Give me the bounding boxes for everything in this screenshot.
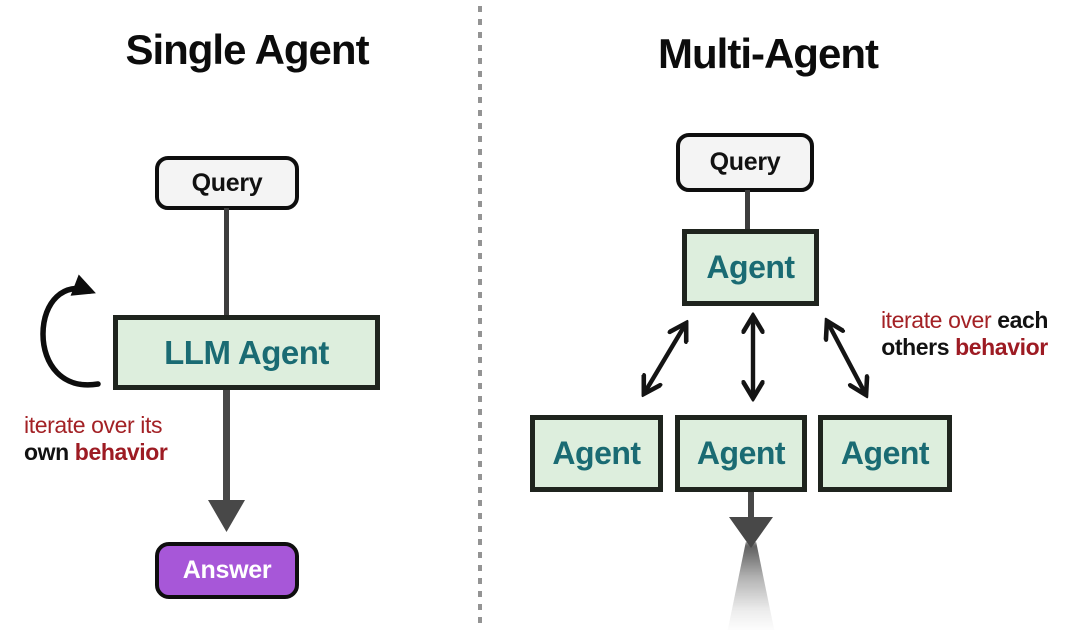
query-to-agent-line bbox=[224, 208, 229, 316]
worker-agent-label: Agent bbox=[840, 435, 930, 471]
iterate-others-behavior-note: iterate over each others behavior bbox=[862, 307, 1067, 361]
note-behavior: behavior bbox=[74, 439, 168, 465]
right-double-arrow bbox=[828, 323, 865, 393]
note-own: own bbox=[24, 439, 69, 465]
panel-divider bbox=[478, 6, 482, 624]
query-box: Query bbox=[676, 133, 814, 192]
worker-agent-label: Agent bbox=[696, 435, 786, 471]
agent-to-answer-arrow-shaft bbox=[223, 390, 230, 502]
note-each: each bbox=[997, 307, 1049, 333]
worker-agent-box-1: Agent bbox=[530, 415, 663, 492]
agent-to-answer-arrowhead-icon bbox=[208, 500, 245, 532]
output-arrow-shaft bbox=[748, 492, 754, 519]
worker-agent-label: Agent bbox=[552, 435, 641, 471]
coordinator-agent-box: Agent bbox=[682, 229, 819, 306]
coordinator-agent-label: Agent bbox=[706, 249, 795, 285]
multi-agent-title: Multi-Agent bbox=[658, 30, 879, 77]
query-box: Query bbox=[155, 156, 299, 210]
bidirectional-arrows-icon bbox=[615, 306, 880, 408]
left-double-arrow bbox=[645, 325, 685, 392]
worker-agent-box-2: Agent bbox=[675, 415, 807, 492]
answer-label: Answer bbox=[182, 556, 272, 584]
query-label: Query bbox=[191, 168, 263, 197]
llm-agent-label: LLM Agent bbox=[164, 333, 329, 371]
single-agent-panel: Single Agent Query LLM Agent iterate ove… bbox=[0, 0, 480, 630]
answer-box: Answer bbox=[155, 542, 299, 599]
note-line1: iterate over its bbox=[24, 412, 163, 438]
note-iterate-over: iterate over bbox=[880, 307, 992, 333]
note-behavior: behavior bbox=[955, 334, 1048, 360]
query-label: Query bbox=[709, 148, 781, 176]
query-to-coordinator-line bbox=[745, 190, 750, 230]
loop-arrow-icon bbox=[40, 274, 101, 388]
llm-agent-box: LLM Agent bbox=[113, 315, 380, 390]
fading-smoke-trail bbox=[727, 542, 775, 630]
worker-agent-box-3: Agent bbox=[818, 415, 952, 492]
single-agent-title: Single Agent bbox=[125, 26, 369, 73]
multi-agent-panel: Multi-Agent Query Agent iterate over eac… bbox=[480, 0, 1080, 630]
note-others: others bbox=[881, 334, 950, 360]
iterate-own-behavior-note: iterate over its own behavior bbox=[24, 412, 168, 466]
